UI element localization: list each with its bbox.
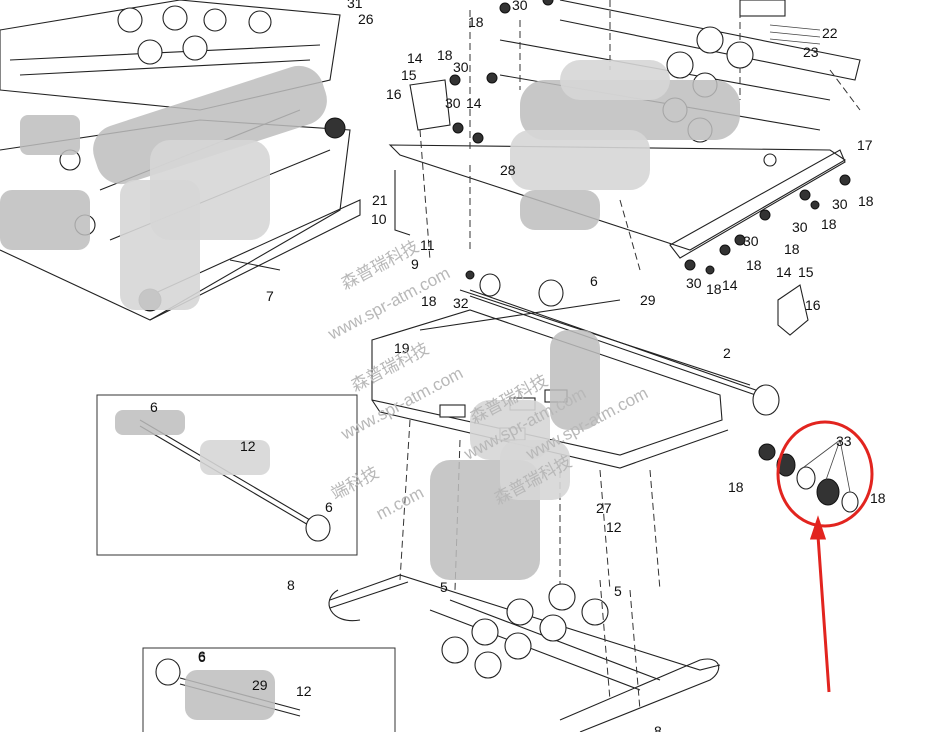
callout-label: 6 xyxy=(590,273,598,289)
callout-label: 22 xyxy=(822,25,838,41)
callout-label: 16 xyxy=(805,297,821,313)
callout-label: 8 xyxy=(654,723,662,732)
callout-label: 18 xyxy=(858,193,874,209)
callout-label: 30 xyxy=(743,233,759,249)
callout-label: 5 xyxy=(440,579,448,595)
callout-label: 14 xyxy=(466,95,482,111)
callout-label: 27 xyxy=(596,500,612,516)
callout-label: 12 xyxy=(606,519,622,535)
callout-label: 6 xyxy=(150,399,158,415)
callout-label: 14 xyxy=(776,264,792,280)
callout-label: 31 xyxy=(347,0,363,11)
watermark-text: m.com xyxy=(373,483,427,524)
callout-label: 16 xyxy=(386,86,402,102)
lower-roller-frame xyxy=(328,574,721,733)
callout-label: 18 xyxy=(437,47,453,63)
callout-label: 15 xyxy=(401,67,417,83)
callout-label: 18 xyxy=(421,293,437,309)
callout-label: 19 xyxy=(394,340,410,356)
callout-label: 33 xyxy=(836,433,852,449)
callout-label: 26 xyxy=(358,11,374,27)
callout-label: 30 xyxy=(832,196,848,212)
highlighted-part-group xyxy=(758,439,859,513)
upper-left-assembly xyxy=(0,0,361,321)
callout-label: 18 xyxy=(728,479,744,495)
callout-label: 18 xyxy=(821,216,837,232)
callout-label: 17 xyxy=(857,137,873,153)
callout-label: 30 xyxy=(792,219,808,235)
callout-label: 10 xyxy=(371,211,387,227)
callout-label: 15 xyxy=(798,264,814,280)
callout-label: 29 xyxy=(640,292,656,308)
callout-label: 32 xyxy=(453,295,469,311)
callout-label: 6 xyxy=(198,648,206,664)
callout-label: 18 xyxy=(746,257,762,273)
inset-box-1 xyxy=(96,394,358,556)
callout-label: 9 xyxy=(411,256,419,272)
callout-label: 30 xyxy=(453,59,469,75)
upper-right-frame xyxy=(388,0,861,336)
callout-label: 14 xyxy=(407,50,423,66)
middle-plate-assembly xyxy=(371,270,780,600)
callout-label: 7 xyxy=(266,288,274,304)
callout-label: 8 xyxy=(287,577,295,593)
callout-label: 30 xyxy=(686,275,702,291)
callout-label: 5 xyxy=(614,583,622,599)
callout-label: 18 xyxy=(870,490,886,506)
callout-label: 18 xyxy=(784,241,800,257)
callout-label: 18 xyxy=(468,14,484,30)
callout-label: 12 xyxy=(240,438,256,454)
callout-label: 30 xyxy=(445,95,461,111)
callout-label: 6 xyxy=(325,499,333,515)
callout-label: 2 xyxy=(723,345,731,361)
inset-box-2 xyxy=(142,647,396,737)
callout-label: 30 xyxy=(512,0,528,13)
callout-label: 18 xyxy=(706,281,722,297)
callout-label: 11 xyxy=(420,237,435,253)
callout-label: 28 xyxy=(500,162,516,178)
callout-label: 21 xyxy=(372,192,388,208)
callout-label: 23 xyxy=(803,44,819,60)
callout-label: 14 xyxy=(722,277,738,293)
callout-label: 12 xyxy=(296,683,312,699)
callout-label: 29 xyxy=(252,677,268,693)
highlight-arrow xyxy=(809,515,831,693)
highlight-circle xyxy=(776,420,874,528)
callout-label: 6 xyxy=(198,649,206,665)
